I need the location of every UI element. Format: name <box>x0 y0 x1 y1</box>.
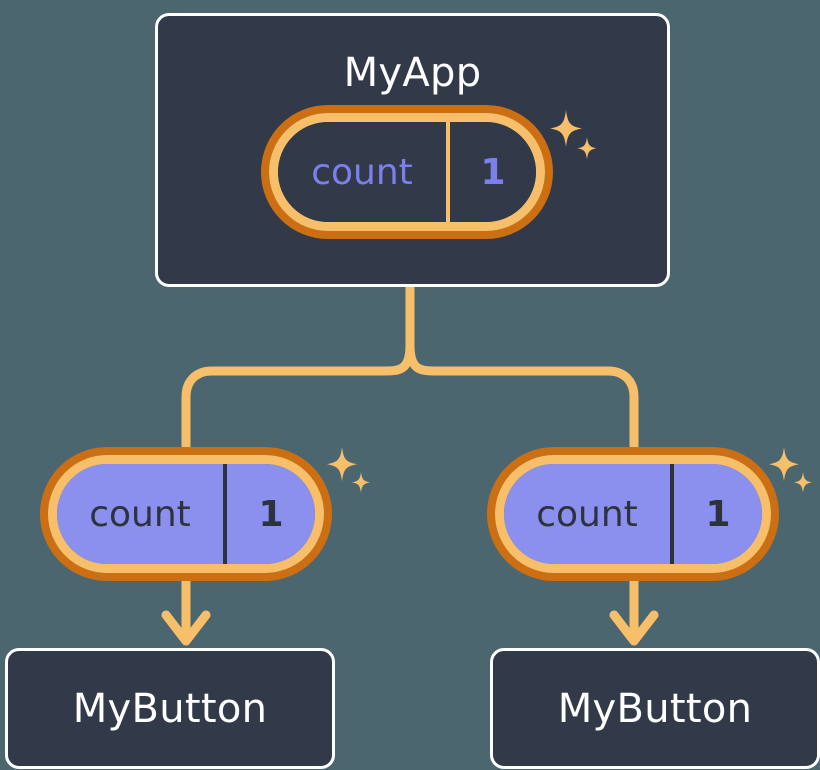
state-value-root: 1 <box>450 122 536 222</box>
state-name-root: count <box>278 122 450 222</box>
arrow-left-head <box>161 610 211 646</box>
component-card-mybutton-right[interactable]: MyButton <box>490 648 820 769</box>
state-pill-child-left[interactable]: count 1 <box>48 455 324 573</box>
state-pill-child-right[interactable]: count 1 <box>495 455 771 573</box>
component-title-mybutton-left: MyButton <box>72 685 268 732</box>
component-title-mybutton-right: MyButton <box>557 685 753 732</box>
connector-branch-right <box>405 344 639 470</box>
sparkle-icon-child-right <box>762 445 820 503</box>
state-value-child-left: 1 <box>227 464 315 564</box>
state-pill-root[interactable]: count 1 <box>269 113 545 231</box>
connector-branch-left <box>181 344 415 470</box>
state-name-child-left: count <box>57 464 227 564</box>
state-value-child-right: 1 <box>674 464 762 564</box>
component-card-mybutton-left[interactable]: MyButton <box>5 648 335 769</box>
sparkle-icon-child-left <box>320 445 378 503</box>
state-name-child-right: count <box>504 464 674 564</box>
arrow-right-head <box>609 610 659 646</box>
component-title-myapp: MyApp <box>343 50 482 96</box>
